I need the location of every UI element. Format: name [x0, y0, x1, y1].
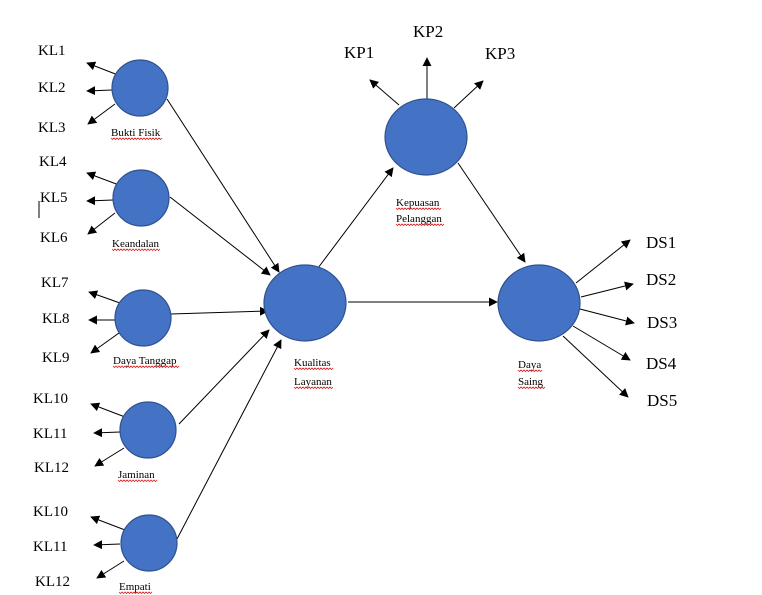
latent-label-daya-tanggap: Daya Tanggap	[113, 355, 177, 367]
indicator-arrow-kl10	[90, 515, 126, 531]
indicator-label-kl11: KL11	[33, 539, 67, 555]
indicator-arrow-kl4	[86, 171, 120, 186]
indicator-label-ds3: DS3	[647, 313, 677, 332]
latent-label-kualitas-layanan: Kualitas	[294, 357, 331, 369]
indicator-label-kl12: KL12	[34, 460, 69, 476]
indicator-arrow-ds1	[575, 239, 631, 284]
spellcheck-underline	[293, 367, 334, 371]
spellcheck-underline	[118, 591, 153, 595]
latent-label-daya-saing: Saing	[518, 376, 544, 388]
indicator-label-kl5: KL5	[40, 190, 68, 206]
indicator-label-kl7: KL7	[41, 275, 69, 291]
indicator-label-ds5: DS5	[647, 391, 677, 410]
latent-label-bukti-fisik: Bukti Fisik	[111, 127, 161, 139]
spellcheck-underline	[293, 386, 334, 390]
indicator-label-kl3: KL3	[38, 120, 66, 136]
spellcheck-underline	[395, 223, 445, 227]
path-daya-tanggap-to-kualitas-layanan	[170, 306, 269, 316]
indicator-arrow-kl11	[93, 428, 121, 438]
indicator-arrow-kl12	[94, 447, 125, 467]
spellcheck-underline	[110, 137, 163, 141]
spellcheck-underline	[111, 248, 161, 252]
spellcheck-underline	[517, 369, 543, 373]
indicator-arrow-kl12	[96, 560, 125, 579]
latent-node-daya-saing	[497, 264, 581, 342]
indicator-label-kl4: KL4	[39, 154, 67, 170]
latent-label-kepuasan-pelanggan: Kepuasan	[396, 197, 440, 209]
indicator-arrow-kl5	[86, 196, 114, 206]
indicator-label-kl10: KL10	[33, 391, 68, 407]
indicator-label-kp2: KP2	[413, 22, 443, 41]
indicator-arrow-kl10	[90, 402, 126, 418]
path-kualitas-layanan-to-kepuasan-pelanggan	[314, 167, 394, 273]
latent-node-daya-tanggap	[114, 289, 172, 347]
latent-label-kualitas-layanan: Layanan	[294, 376, 332, 388]
indicator-label-kl10: KL10	[33, 504, 68, 520]
indicator-arrow-kp3	[453, 80, 484, 109]
indicator-label-kl6: KL6	[40, 230, 68, 246]
indicator-arrow-ds2	[580, 281, 634, 298]
indicator-arrow-ds4	[572, 325, 631, 361]
indicator-label-kl8: KL8	[42, 311, 70, 327]
latent-node-kualitas-layanan	[263, 264, 347, 342]
indicator-label-kl2: KL2	[38, 80, 66, 96]
latent-node-keandalan	[112, 169, 170, 227]
indicator-arrow-kl1	[86, 61, 119, 76]
indicator-label-kl9: KL9	[42, 350, 70, 366]
latent-label-keandalan: Keandalan	[112, 238, 160, 250]
indicator-label-ds4: DS4	[646, 354, 677, 373]
indicator-label-kl1: KL1	[38, 43, 66, 59]
path-jaminan-to-kualitas-layanan	[178, 329, 270, 425]
indicator-label-kp1: KP1	[344, 43, 374, 62]
path-empati-to-kualitas-layanan	[176, 339, 282, 540]
path-bukti-fisik-to-kualitas-layanan	[166, 98, 280, 273]
path-kepuasan-pelanggan-to-daya-saing	[457, 162, 526, 263]
latent-node-jaminan	[119, 401, 177, 459]
spellcheck-underline	[117, 479, 158, 483]
spellcheck-underline	[517, 386, 546, 390]
indicator-arrow-kl2	[86, 86, 113, 96]
latent-node-bukti-fisik	[111, 59, 169, 117]
indicator-arrow-kl6	[87, 212, 116, 235]
indicator-arrow-kl7	[88, 290, 121, 304]
path-keandalan-to-kualitas-layanan	[169, 196, 271, 276]
indicator-label-kp3: KP3	[485, 44, 515, 63]
indicator-arrow-ds3	[579, 308, 635, 326]
indicator-arrow-kl11	[93, 540, 121, 550]
latent-label-daya-saing: Daya	[518, 359, 541, 371]
indicator-label-kl11: KL11	[33, 426, 67, 442]
latent-label-kepuasan-pelanggan: Pelanggan	[396, 213, 442, 225]
indicator-arrow-kp1	[369, 79, 400, 106]
indicator-label-kl12: KL12	[35, 574, 70, 590]
latent-label-empati: Empati	[119, 581, 151, 593]
indicator-label-ds2: DS2	[646, 270, 676, 289]
spellcheck-underline	[112, 365, 180, 369]
indicator-arrow-kl3	[87, 103, 116, 125]
spellcheck-underline	[395, 207, 442, 211]
latent-label-jaminan: Jaminan	[118, 469, 155, 481]
indicator-label-ds1: DS1	[646, 233, 676, 252]
indicator-arrow-ds5	[562, 335, 629, 398]
latent-node-empati	[120, 514, 178, 572]
indicator-arrow-kl9	[90, 332, 120, 354]
latent-node-kepuasan-pelanggan	[384, 98, 468, 176]
